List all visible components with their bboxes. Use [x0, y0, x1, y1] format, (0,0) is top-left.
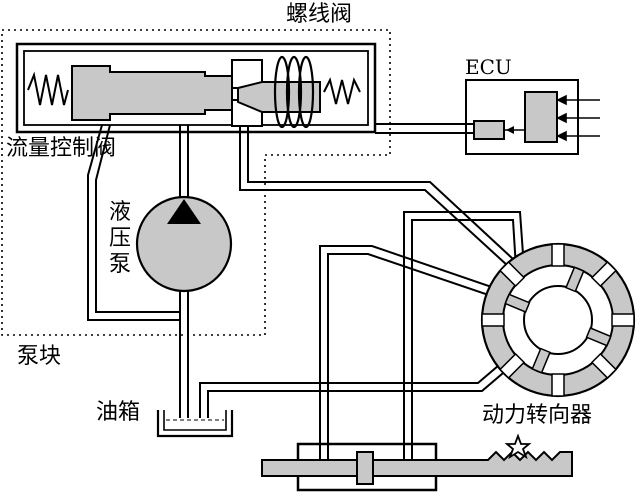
flow-control-valve [27, 65, 233, 121]
oil-tank [156, 410, 234, 438]
label-pump-block: 泵块 [17, 344, 62, 369]
power-steering-valve [480, 242, 636, 398]
right-spring [323, 77, 361, 105]
solenoid-signal-cable [375, 123, 474, 134]
ecu-module [524, 91, 558, 143]
steering-valve-slots [481, 243, 635, 397]
steering-rack [261, 450, 573, 477]
steering-actuator [261, 433, 573, 492]
valve-housing [15, 42, 377, 134]
ecu-input-arrows [556, 94, 600, 142]
ecu [465, 79, 600, 155]
label-hydraulic-pump: 液压泵 [108, 200, 131, 277]
label-oil-tank: 油箱 [96, 400, 141, 425]
hydraulic-pipes [87, 124, 526, 468]
label-flow-control-valve: 流量控制阀 [6, 136, 117, 161]
actuator-piston [356, 451, 374, 485]
solenoid-plunger [237, 81, 321, 113]
left-spring [27, 71, 69, 106]
flow-valve-spool [71, 65, 233, 121]
solenoid-coil [273, 55, 315, 129]
ecu-driver [473, 120, 505, 140]
steering-valve-ribs [504, 266, 612, 374]
solenoid-valve [231, 55, 361, 129]
label-ecu: ECU [465, 55, 512, 79]
pump-block-boundary [1, 29, 391, 336]
hydraulic-pump [135, 195, 233, 293]
label-power-steering: 动力转向器 [482, 403, 593, 428]
pinion-gear [504, 433, 532, 460]
label-solenoid-valve: 螺线阀 [286, 2, 353, 27]
